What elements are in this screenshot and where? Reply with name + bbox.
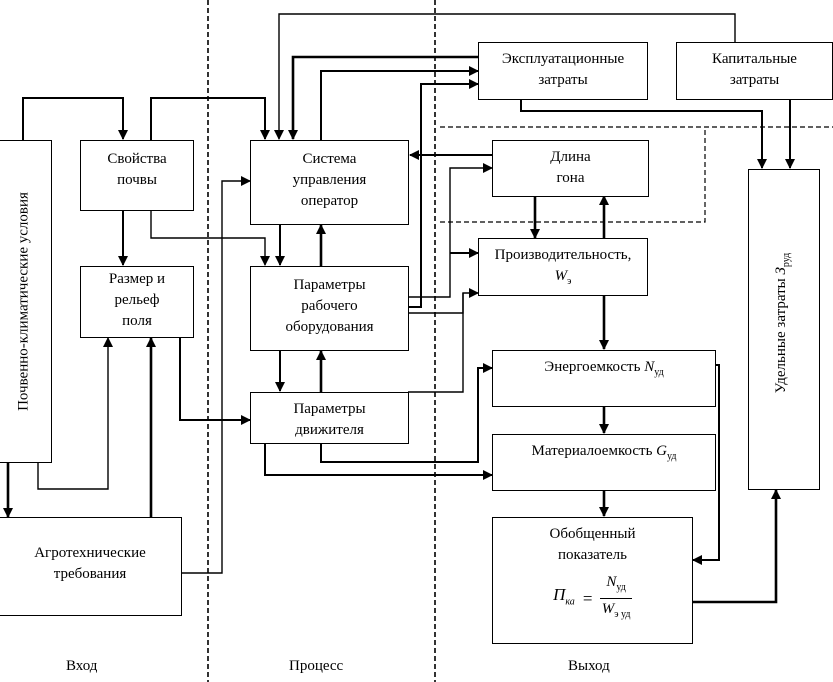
block-soil-properties: Свойства почвы: [80, 140, 194, 211]
edge-soil-to-equipment: [150, 210, 270, 266]
block-work-equipment-label: Параметры рабочего оборудования: [285, 277, 374, 335]
edge-equipment-to-productivity-b: [408, 288, 479, 314]
section-label-input: Вход: [66, 658, 98, 674]
block-control-system-label: Система управления оператор: [292, 151, 367, 209]
general-indicator-formula: Пка = Nуд Wэ уд: [553, 574, 632, 620]
block-field-size-label: Размер и рельеф поля: [108, 271, 166, 329]
edge-propulsion-to-material: [264, 443, 493, 480]
block-propulsion: Параметры движителя: [250, 392, 409, 444]
block-specific-costs-label: Удельные затраты Зруд: [773, 252, 792, 394]
block-propulsion-label: Параметры движителя: [293, 401, 366, 438]
block-operating-costs-label: Эксплуатационные затраты: [501, 51, 625, 88]
block-specific-costs: Удельные затраты Зруд: [748, 169, 820, 490]
edge-capital-to-control: [274, 13, 736, 140]
edge-energy-to-general: [692, 364, 720, 565]
block-general-indicator-label: Обобщенный показатель: [549, 526, 636, 563]
block-energy-intensity: Энергоемкость Nуд: [492, 350, 716, 407]
block-run-length-label: Длина гона: [550, 149, 591, 186]
section-label-output: Выход: [568, 658, 610, 674]
block-run-length: Длина гона: [492, 140, 649, 197]
edge-propulsion-to-productivity: [408, 293, 464, 393]
block-climate-label: Почвенно-климатические условия: [15, 192, 32, 411]
edge-general-to-specific: [693, 489, 781, 604]
block-material-intensity-label: Материалоемкость Gуд: [531, 443, 677, 462]
block-control-system: Система управления оператор: [250, 140, 409, 225]
block-field-size: Размер и рельеф поля: [80, 266, 194, 338]
block-productivity-symbol: Wэ: [554, 268, 572, 287]
edge-agro-to-control: [181, 176, 251, 574]
edge-equipment-to-runlength: [408, 163, 493, 298]
block-energy-intensity-label: Энергоемкость Nуд: [544, 359, 664, 378]
edge-operating-to-specific: [520, 99, 767, 169]
edge-field-to-propulsion: [179, 337, 251, 425]
block-productivity: Производительность, Wэ: [478, 238, 648, 296]
block-agrotechnical-requirements: Агротехнические требования: [0, 517, 182, 616]
block-climate: Почвенно-климатические условия: [0, 140, 52, 463]
block-general-indicator: Обобщенный показатель Пка = Nуд Wэ уд: [492, 517, 693, 644]
edge-climate-to-soil: [22, 97, 128, 140]
edge-soil-to-control: [150, 97, 270, 140]
block-capital-costs: Капитальные затраты: [676, 42, 833, 100]
edge-equipment-to-operating: [408, 79, 479, 308]
edge-control-to-operating: [320, 66, 479, 140]
block-agrotechnical-requirements-label: Агротехнические требования: [34, 545, 146, 582]
block-material-intensity: Материалоемкость Gуд: [492, 434, 716, 491]
edge-propulsion-to-energy: [320, 363, 493, 463]
block-operating-costs: Эксплуатационные затраты: [478, 42, 648, 100]
block-work-equipment: Параметры рабочего оборудования: [250, 266, 409, 351]
run-length-group-frame: [440, 126, 833, 223]
section-label-process: Процесс: [289, 658, 344, 674]
edge-climate-to-field: [37, 337, 113, 490]
block-capital-costs-label: Капитальные затраты: [712, 51, 797, 88]
block-soil-properties-label: Свойства почвы: [107, 151, 167, 188]
edge-operating-to-control: [288, 55, 478, 140]
block-productivity-label: Производительность,: [494, 247, 632, 263]
